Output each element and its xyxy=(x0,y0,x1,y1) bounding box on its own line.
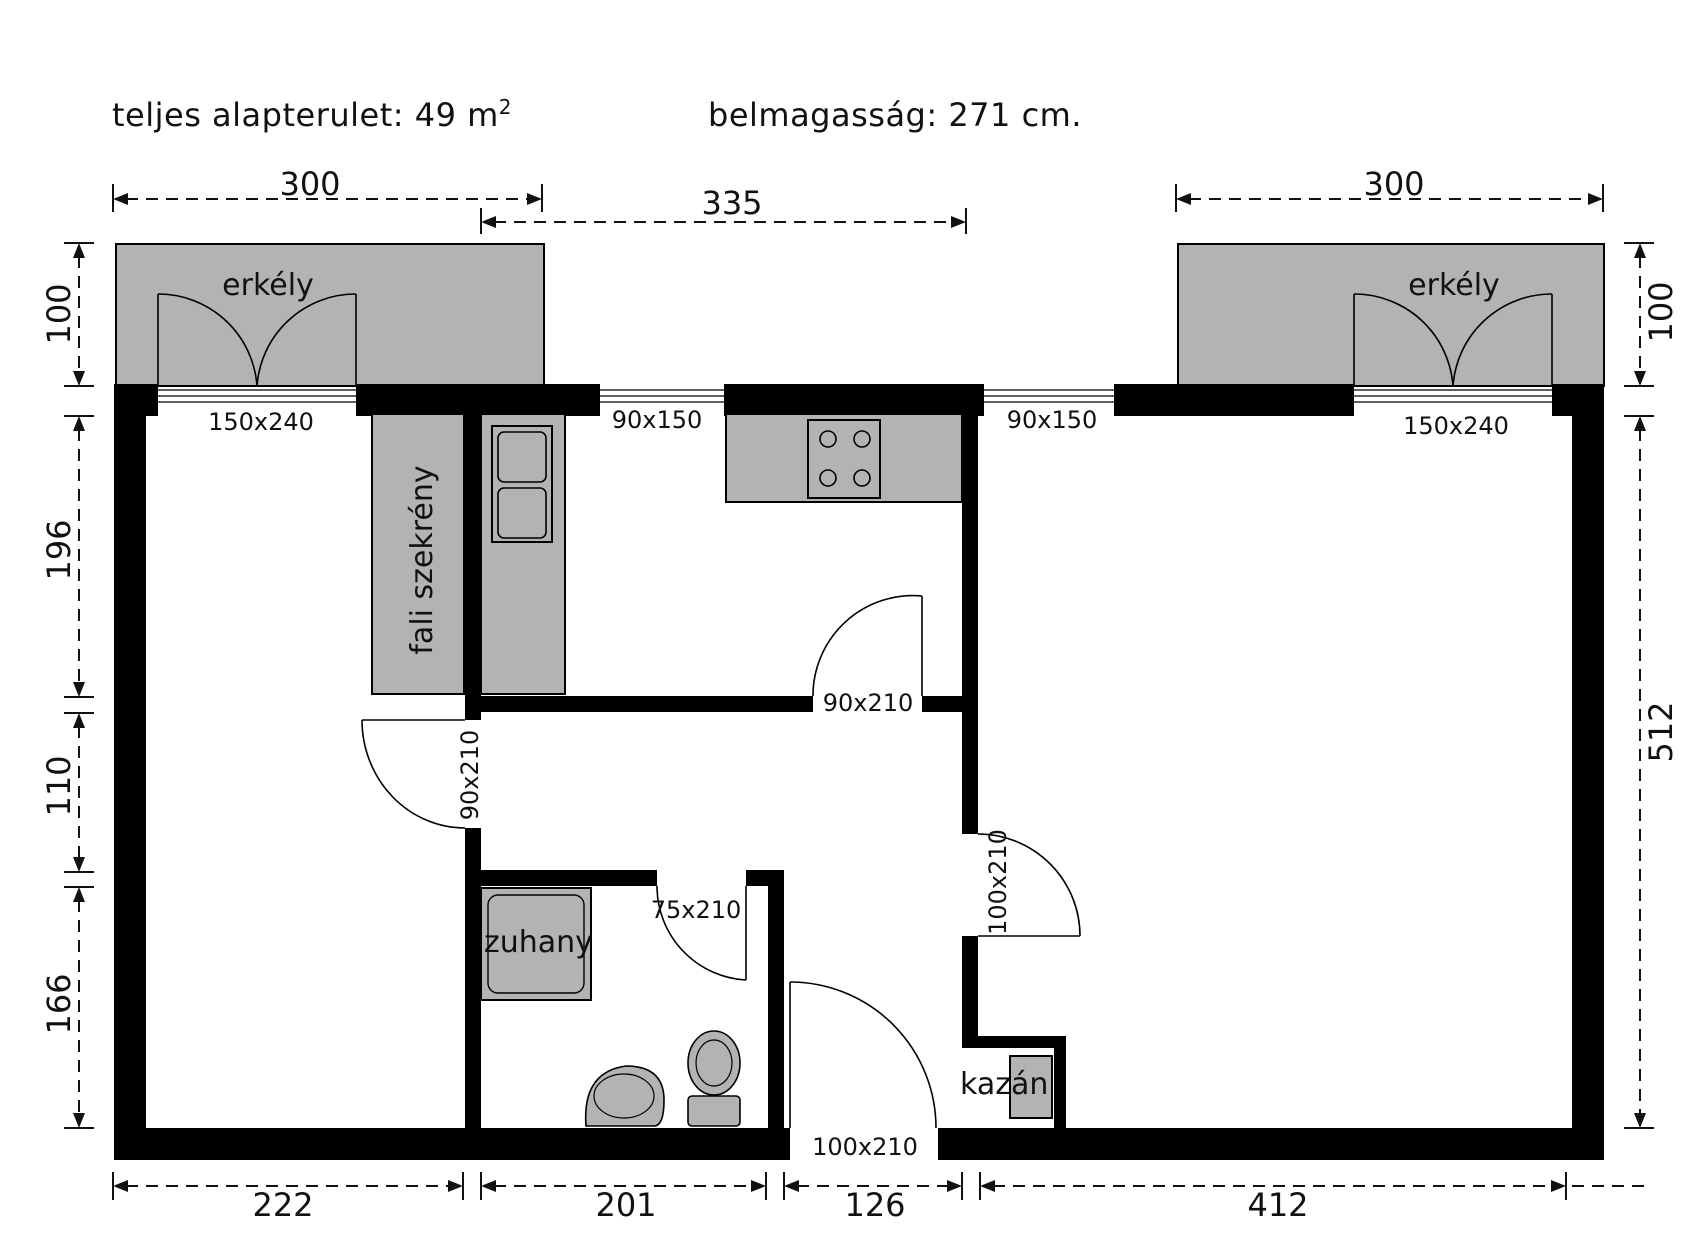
sink-icon xyxy=(491,425,553,543)
dimension-bottom-2-value: 201 xyxy=(595,1186,656,1224)
dimension-bottom-4 xyxy=(979,1172,1650,1200)
dimension-left-3 xyxy=(64,886,94,1129)
total-area-label: teljes alapterulet: 49 m2 xyxy=(112,95,512,134)
outer-walls xyxy=(114,384,1604,1160)
dimension-bottom-3-value: 126 xyxy=(844,1186,905,1224)
dimension-bottom-4-value: 412 xyxy=(1247,1186,1308,1224)
door-left-room-label: 90x210 xyxy=(456,730,484,821)
dimension-right-main xyxy=(1624,415,1654,1129)
ceiling-height-label: belmagasság: 271 cm. xyxy=(708,96,1082,134)
shower-label: zuhany xyxy=(484,925,593,960)
door-right-room xyxy=(977,833,1081,937)
stove-counter xyxy=(725,413,963,503)
window-right-label: 150x240 xyxy=(1403,412,1509,440)
door-kitchen-label: 90x210 xyxy=(823,689,914,717)
dimension-left-1 xyxy=(64,415,94,698)
wall-wardrobe-label: fali szekrény xyxy=(405,465,440,654)
dimension-bottom-3 xyxy=(783,1172,963,1200)
door-bathroom-label: 75x210 xyxy=(651,896,742,924)
dimension-bottom-1 xyxy=(112,1172,464,1200)
boiler-unit xyxy=(1009,1055,1053,1119)
balcony-right xyxy=(1177,243,1605,387)
interior-walls xyxy=(465,410,1066,1130)
dimension-left-1-value: 196 xyxy=(40,519,78,580)
door-entrance xyxy=(789,981,937,1129)
dimension-left-2-value: 110 xyxy=(40,755,78,816)
door-right-room-label: 100x210 xyxy=(984,829,1012,935)
dimension-top-left xyxy=(112,184,543,212)
dimension-top-right xyxy=(1175,184,1604,212)
window-mid-1-label: 90x150 xyxy=(612,406,703,434)
window-mid-2-label: 90x150 xyxy=(1007,406,1098,434)
dimension-right-main-value: 512 xyxy=(1642,701,1680,762)
dimension-left-balcony xyxy=(64,242,94,387)
washbasin-icon xyxy=(584,1065,665,1127)
dimension-left-balcony-value: 100 xyxy=(40,283,78,344)
dimension-right-balcony-value: 100 xyxy=(1642,281,1680,342)
dimension-left-2 xyxy=(64,712,94,873)
dimension-bottom-1-value: 222 xyxy=(252,1186,313,1224)
dimension-right-balcony xyxy=(1624,242,1654,387)
balcony-left xyxy=(115,243,545,387)
balcony-door-right xyxy=(1353,293,1553,387)
toilet-icon xyxy=(687,1030,741,1127)
dimension-top-middle-value: 335 xyxy=(701,184,762,222)
wall-wardrobe xyxy=(371,413,465,695)
dimension-top-middle xyxy=(480,208,967,234)
window-left-label: 150x240 xyxy=(208,408,314,436)
door-kitchen xyxy=(812,594,923,697)
dimension-left-3-value: 166 xyxy=(40,973,78,1034)
dimension-bottom-2 xyxy=(480,1172,767,1200)
balcony-door-left xyxy=(157,293,357,387)
boiler-label: kazán xyxy=(960,1067,1048,1102)
door-bathroom xyxy=(656,885,747,981)
window-panes xyxy=(158,389,1552,403)
balcony-right-label: erkély xyxy=(1408,268,1500,303)
balcony-left-label: erkély xyxy=(222,268,314,303)
stove-icon xyxy=(807,419,881,499)
dimension-top-left-value: 300 xyxy=(279,165,340,203)
door-entrance-label: 100x210 xyxy=(812,1133,918,1161)
dimension-top-right-value: 300 xyxy=(1363,165,1424,203)
door-left-room xyxy=(361,719,466,829)
shower-tray xyxy=(480,887,592,1001)
